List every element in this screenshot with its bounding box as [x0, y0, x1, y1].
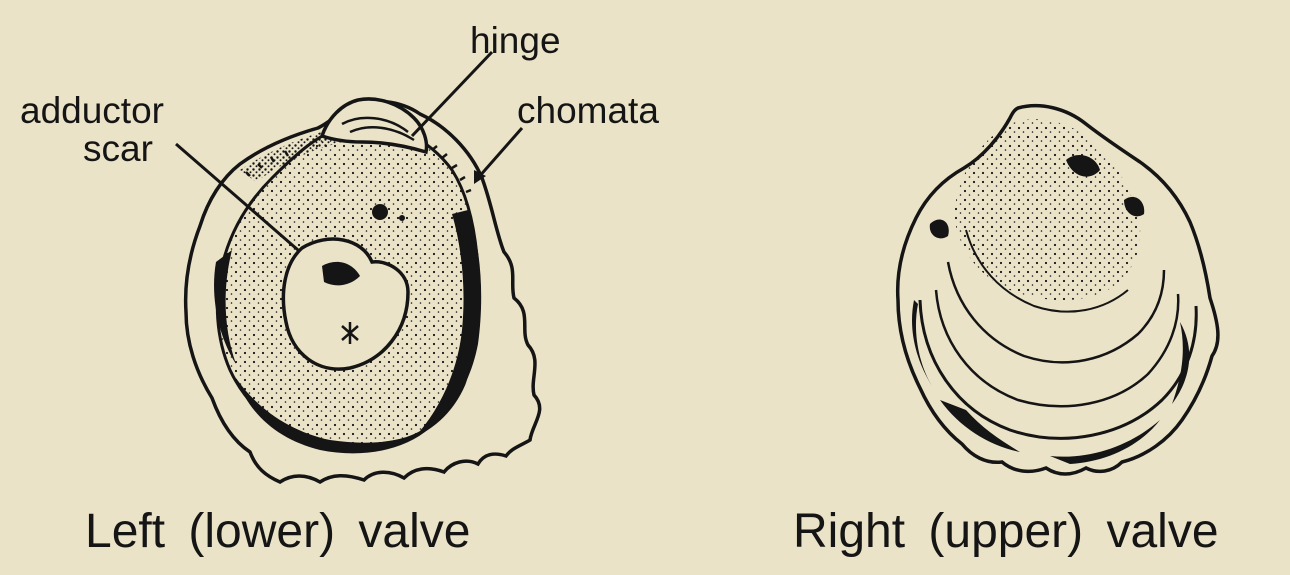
hinge-leader-line	[412, 52, 492, 136]
adductor-label: adductor	[20, 92, 164, 129]
left-valve-spot	[372, 204, 388, 220]
chomata-leader-line	[478, 128, 522, 178]
left-valve-spot	[399, 215, 405, 221]
left-valve-caption: Left (lower) valve	[85, 508, 470, 556]
right-valve-caption: Right (upper) valve	[793, 508, 1219, 556]
right-valve-drawing	[898, 106, 1218, 474]
scar-label: scar	[83, 130, 153, 167]
chomata-label: chomata	[517, 92, 659, 129]
hinge-label: hinge	[470, 22, 561, 59]
left-valve-drawing	[176, 52, 540, 482]
